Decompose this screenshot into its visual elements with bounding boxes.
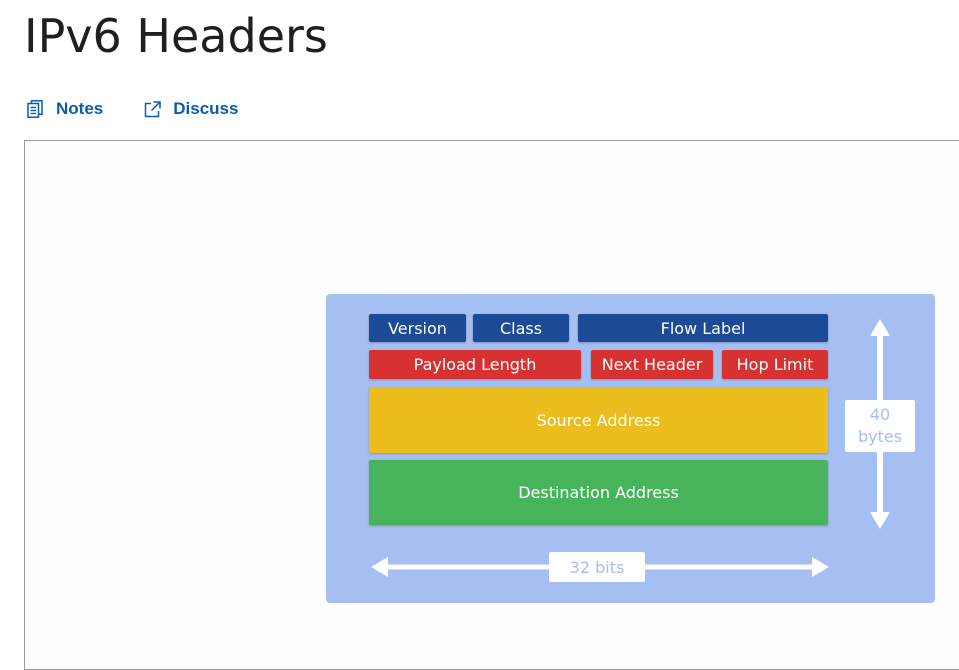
hop-limit-field: Hop Limit [722,350,828,379]
discuss-link[interactable]: Discuss [143,99,238,119]
next-header-field: Next Header [591,350,713,379]
source-address-field: Source Address [369,387,828,453]
external-link-icon [143,99,161,119]
destination-address-field: Destination Address [369,460,828,525]
flow-label-field: Flow Label [578,314,828,342]
notes-link[interactable]: Notes [26,99,103,119]
notes-icon [26,99,44,119]
width-label: 32 bits [549,552,645,582]
arrow-down-icon [870,512,890,529]
payload-length-field: Payload Length [369,350,581,379]
version-field: Version [369,314,466,342]
height-label: 40 bytes [845,400,915,452]
discuss-label: Discuss [173,99,239,118]
arrow-up-icon [870,319,890,336]
class-field: Class [473,314,569,342]
arrow-left-icon [371,557,388,577]
height-label-value: 40 [869,405,891,424]
page-title: IPv6 Headers [24,9,328,63]
toolbar: Notes Discuss [26,99,238,119]
arrow-right-icon [812,557,829,577]
notes-label: Notes [56,99,104,118]
height-label-unit: bytes [857,427,903,446]
ipv6-header-diagram: Version Class Flow Label Payload Length … [326,294,935,603]
